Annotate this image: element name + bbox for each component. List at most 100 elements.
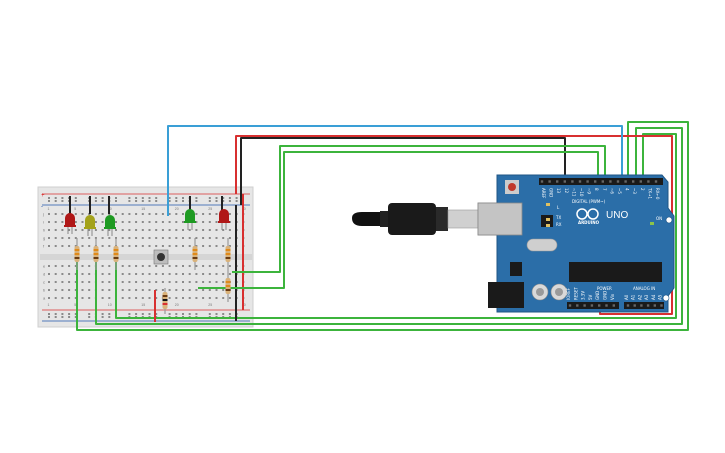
rail-hole[interactable]	[155, 197, 158, 199]
terminal-hole[interactable]	[61, 229, 64, 231]
terminal-hole[interactable]	[195, 297, 198, 299]
analog-pin[interactable]	[660, 304, 663, 307]
terminal-hole[interactable]	[48, 213, 50, 215]
led-red[interactable]	[64, 213, 76, 234]
wire-green-4[interactable]	[232, 145, 606, 273]
terminal-hole[interactable]	[208, 265, 211, 267]
rail-hole[interactable]	[168, 200, 171, 202]
terminal-hole[interactable]	[48, 245, 50, 247]
terminal-hole[interactable]	[195, 281, 198, 283]
rail-hole[interactable]	[48, 316, 50, 318]
terminal-hole[interactable]	[108, 289, 111, 291]
rail-hole[interactable]	[195, 197, 198, 199]
terminal-hole[interactable]	[148, 237, 151, 239]
terminal-hole[interactable]	[88, 237, 91, 239]
terminal-hole[interactable]	[88, 245, 91, 247]
terminal-hole[interactable]	[141, 213, 144, 215]
digital-pin[interactable]	[563, 180, 566, 183]
terminal-hole[interactable]	[81, 273, 84, 275]
power-pin[interactable]	[612, 304, 615, 307]
terminal-hole[interactable]	[182, 273, 184, 275]
terminal-hole[interactable]	[135, 281, 138, 283]
terminal-hole[interactable]	[161, 237, 164, 239]
rail-hole[interactable]	[54, 200, 57, 202]
terminal-hole[interactable]	[215, 273, 218, 275]
terminal-hole[interactable]	[54, 265, 57, 267]
terminal-hole[interactable]	[115, 221, 117, 223]
digital-pin[interactable]	[639, 180, 642, 183]
terminal-hole[interactable]	[195, 229, 198, 231]
terminal-hole[interactable]	[161, 289, 164, 291]
terminal-hole[interactable]	[135, 297, 138, 299]
terminal-hole[interactable]	[135, 245, 138, 247]
terminal-hole[interactable]	[215, 237, 218, 239]
terminal-hole[interactable]	[148, 245, 151, 247]
digital-pin[interactable]	[624, 180, 627, 183]
terminal-hole[interactable]	[121, 237, 124, 239]
terminal-hole[interactable]	[148, 229, 151, 231]
terminal-hole[interactable]	[74, 237, 77, 239]
terminal-hole[interactable]	[121, 265, 124, 267]
terminal-hole[interactable]	[195, 289, 198, 291]
terminal-hole[interactable]	[61, 237, 64, 239]
rail-hole[interactable]	[61, 316, 64, 318]
terminal-hole[interactable]	[68, 289, 71, 291]
analog-pin[interactable]	[646, 304, 650, 307]
terminal-hole[interactable]	[168, 213, 171, 215]
rail-hole[interactable]	[235, 200, 238, 202]
terminal-hole[interactable]	[175, 289, 178, 291]
arduino-uno[interactable]: DIGITAL (PWM~) ARDUINO UNO L TX RX ON PO…	[477, 174, 675, 313]
rail-hole[interactable]	[115, 200, 117, 202]
rail-hole[interactable]	[74, 313, 77, 315]
digital-pin[interactable]	[601, 180, 604, 183]
terminal-hole[interactable]	[195, 265, 198, 267]
terminal-hole[interactable]	[148, 273, 151, 275]
rail-hole[interactable]	[61, 313, 64, 315]
digital-pin[interactable]	[578, 180, 582, 183]
rail-hole[interactable]	[208, 313, 211, 315]
terminal-hole[interactable]	[81, 245, 84, 247]
terminal-hole[interactable]	[54, 237, 57, 239]
terminal-hole[interactable]	[208, 237, 211, 239]
resistor[interactable]	[93, 238, 99, 270]
rail-hole[interactable]	[182, 197, 184, 199]
terminal-hole[interactable]	[61, 221, 64, 223]
terminal-hole[interactable]	[74, 289, 77, 291]
terminal-hole[interactable]	[202, 245, 205, 247]
terminal-hole[interactable]	[88, 265, 91, 267]
terminal-hole[interactable]	[182, 221, 184, 223]
digital-pin[interactable]	[586, 180, 589, 183]
terminal-hole[interactable]	[155, 213, 158, 215]
rail-hole[interactable]	[101, 200, 104, 202]
terminal-hole[interactable]	[135, 265, 138, 267]
terminal-hole[interactable]	[101, 237, 104, 239]
terminal-hole[interactable]	[74, 297, 77, 299]
digital-pin[interactable]	[594, 180, 597, 183]
rail-hole[interactable]	[68, 313, 71, 315]
terminal-hole[interactable]	[195, 221, 198, 223]
terminal-hole[interactable]	[121, 273, 124, 275]
terminal-hole[interactable]	[228, 245, 231, 247]
terminal-hole[interactable]	[148, 213, 151, 215]
terminal-hole[interactable]	[48, 237, 50, 239]
rail-hole[interactable]	[135, 200, 138, 202]
terminal-hole[interactable]	[175, 221, 178, 223]
terminal-hole[interactable]	[222, 281, 225, 283]
rail-hole[interactable]	[168, 313, 171, 315]
terminal-hole[interactable]	[168, 273, 171, 275]
terminal-hole[interactable]	[54, 245, 57, 247]
terminal-hole[interactable]	[228, 265, 231, 267]
terminal-hole[interactable]	[161, 221, 164, 223]
terminal-hole[interactable]	[195, 245, 198, 247]
terminal-hole[interactable]	[175, 237, 178, 239]
terminal-hole[interactable]	[202, 237, 205, 239]
terminal-hole[interactable]	[101, 265, 104, 267]
rail-hole[interactable]	[148, 197, 151, 199]
pushbutton[interactable]	[153, 249, 169, 265]
terminal-hole[interactable]	[61, 281, 64, 283]
terminal-hole[interactable]	[208, 245, 211, 247]
terminal-hole[interactable]	[188, 273, 191, 275]
terminal-hole[interactable]	[101, 213, 104, 215]
resistor[interactable]	[225, 238, 231, 270]
terminal-hole[interactable]	[68, 281, 71, 283]
